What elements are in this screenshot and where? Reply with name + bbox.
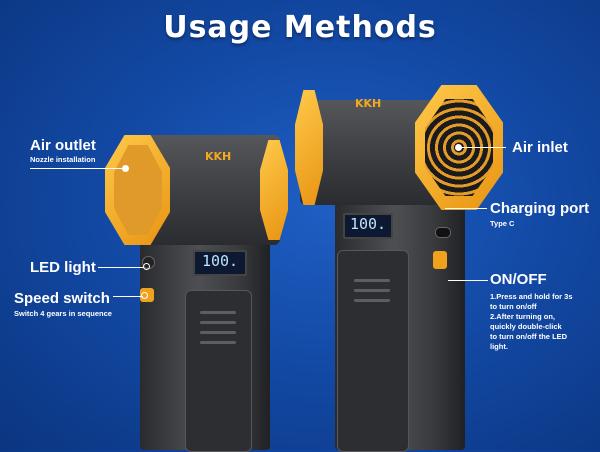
left-grip-panel xyxy=(185,290,252,452)
grip-rib xyxy=(200,311,236,314)
on-off-label: ON/OFF xyxy=(490,271,547,288)
on-off-desc-line: light. xyxy=(490,342,508,351)
grip-rib xyxy=(200,341,236,344)
on-off-leader xyxy=(448,280,488,281)
air-outlet-label: Air outlet xyxy=(30,137,96,154)
right-display-value: 100. xyxy=(349,215,387,233)
speed-switch-sublabel: Switch 4 gears in sequence xyxy=(14,309,112,318)
speed-switch-label: Speed switch xyxy=(14,290,110,307)
charging-port-label: Charging port xyxy=(490,200,590,217)
air-inlet-dot xyxy=(455,144,462,151)
left-display: 100. xyxy=(193,250,247,276)
right-brand-logo: KKH xyxy=(355,97,382,110)
air-inlet-label: Air inlet xyxy=(512,139,568,156)
led-light-leader xyxy=(98,267,144,268)
right-device: KKH 100. xyxy=(295,85,505,452)
right-grip-panel xyxy=(337,250,409,452)
left-device: KKH 100. xyxy=(100,130,300,452)
charging-port-sublabel: Type C xyxy=(490,219,515,228)
speed-switch-dot xyxy=(141,292,148,299)
right-head-back-ring xyxy=(295,90,323,205)
speed-switch-leader xyxy=(113,296,143,297)
left-head-back-ring xyxy=(260,140,288,240)
led-light-dot xyxy=(143,263,150,270)
page-title: Usage Methods xyxy=(163,10,437,45)
on-off-desc-line: 1.Press and hold for 3s xyxy=(490,292,573,301)
grip-rib xyxy=(200,331,236,334)
charging-port xyxy=(435,227,451,238)
left-brand-logo: KKH xyxy=(205,150,232,163)
grip-rib xyxy=(354,289,390,292)
left-display-value: 100. xyxy=(201,252,239,270)
air-outlet-sublabel: Nozzle installation xyxy=(30,155,96,164)
power-button[interactable] xyxy=(433,251,447,269)
grip-rib xyxy=(200,321,236,324)
on-off-desc-line: to turn on/off the LED xyxy=(490,332,568,341)
on-off-description: 1.Press and hold for 3s to turn on/off 2… xyxy=(490,292,573,352)
on-off-desc-line: 2.After turning on, xyxy=(490,312,555,321)
on-off-desc-line: to turn on/off xyxy=(490,302,537,311)
led-light-label: LED light xyxy=(30,259,96,276)
air-inlet-leader xyxy=(461,147,506,148)
air-outlet-leader xyxy=(30,168,125,169)
charging-port-leader xyxy=(445,208,487,209)
right-display: 100. xyxy=(343,213,393,239)
on-off-desc-line: quickly double-click xyxy=(490,322,562,331)
air-outlet-opening xyxy=(114,145,162,235)
grip-rib xyxy=(354,279,390,282)
air-outlet-dot xyxy=(122,165,129,172)
grip-rib xyxy=(354,299,390,302)
